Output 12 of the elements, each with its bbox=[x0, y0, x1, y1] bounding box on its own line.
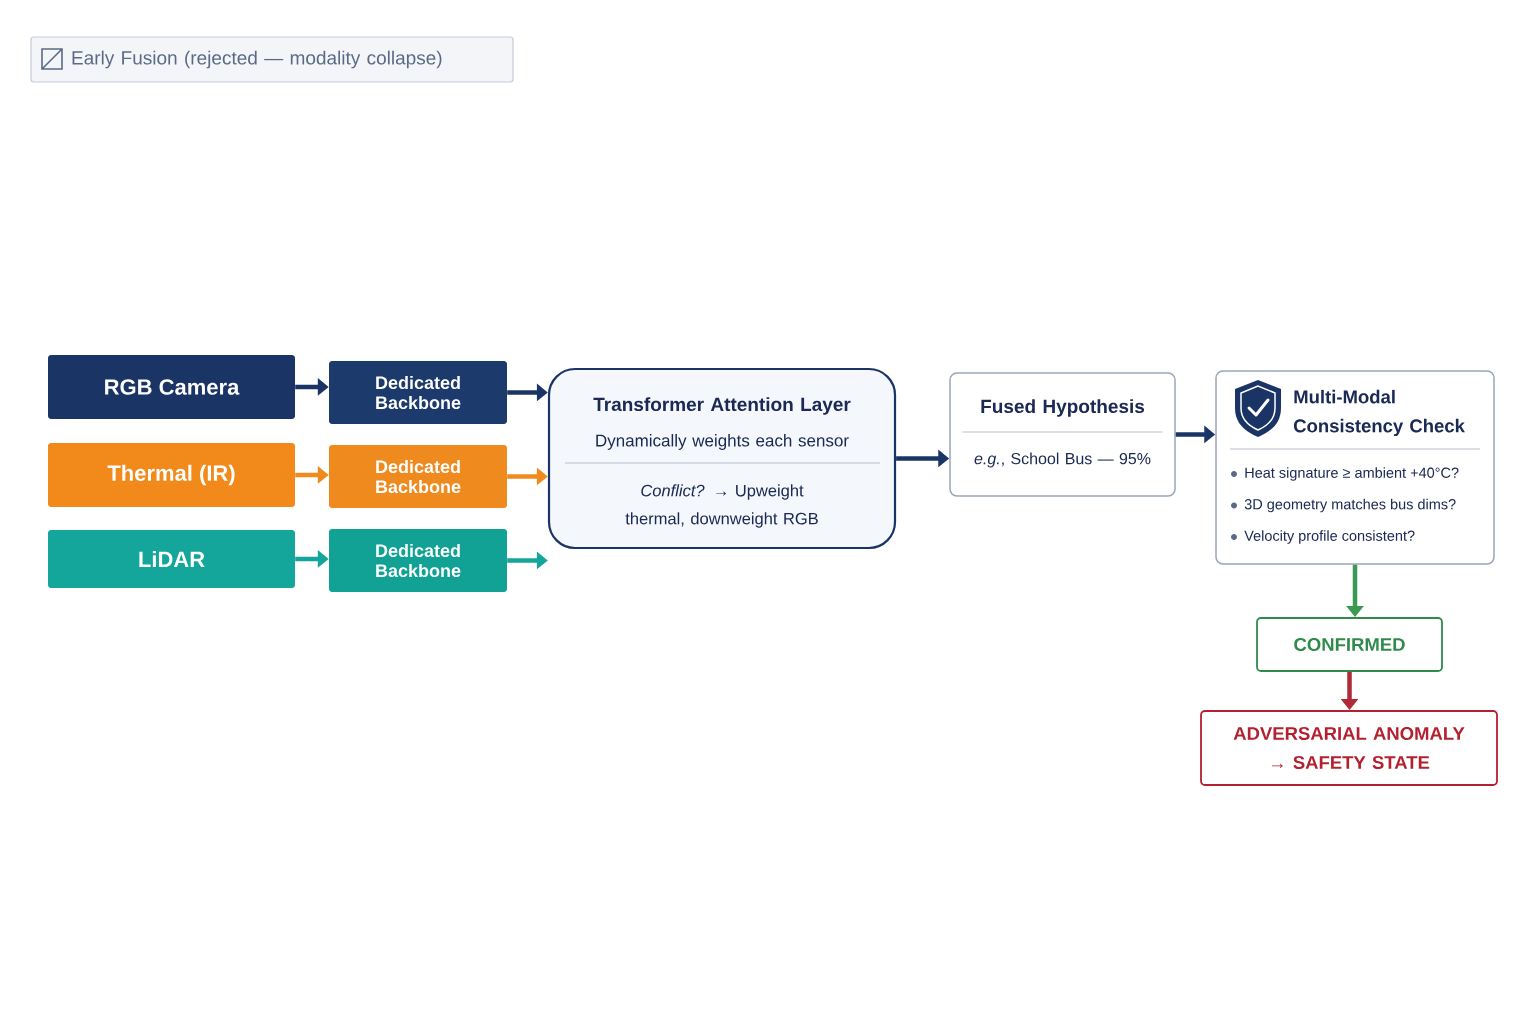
sensor-box: Thermal (IR) bbox=[48, 443, 295, 507]
backbone-box: Dedicated Backbone bbox=[329, 529, 507, 592]
banner-box: Early Fusion (rejected — modality collapse) bbox=[30, 36, 514, 83]
status-box: CONFIRMED bbox=[1256, 617, 1443, 672]
backbone-box: Dedicated Backbone bbox=[329, 445, 507, 508]
sensor-box: LiDAR bbox=[48, 530, 295, 588]
attention-layer-box: Transformer Attention Layer Dynamically weights each sensor Conflict? → Upweight thermal, downweight RGB bbox=[547, 367, 897, 550]
sensor-box: RGB Camera bbox=[48, 355, 295, 419]
backbone-box: Dedicated Backbone bbox=[329, 361, 507, 424]
status-box: ADVERSARIAL ANOMALY → SAFETY STATE bbox=[1200, 710, 1498, 786]
hypothesis-card: Fused Hypothesis e.g., School Bus — 95% bbox=[949, 372, 1176, 497]
consistency-check-box: Multi-Modal Consistency Check Heat signature ≥ ambient +40°C? 3D geometry matches bus dims? Velocity profile consistent? bbox=[1215, 370, 1495, 565]
